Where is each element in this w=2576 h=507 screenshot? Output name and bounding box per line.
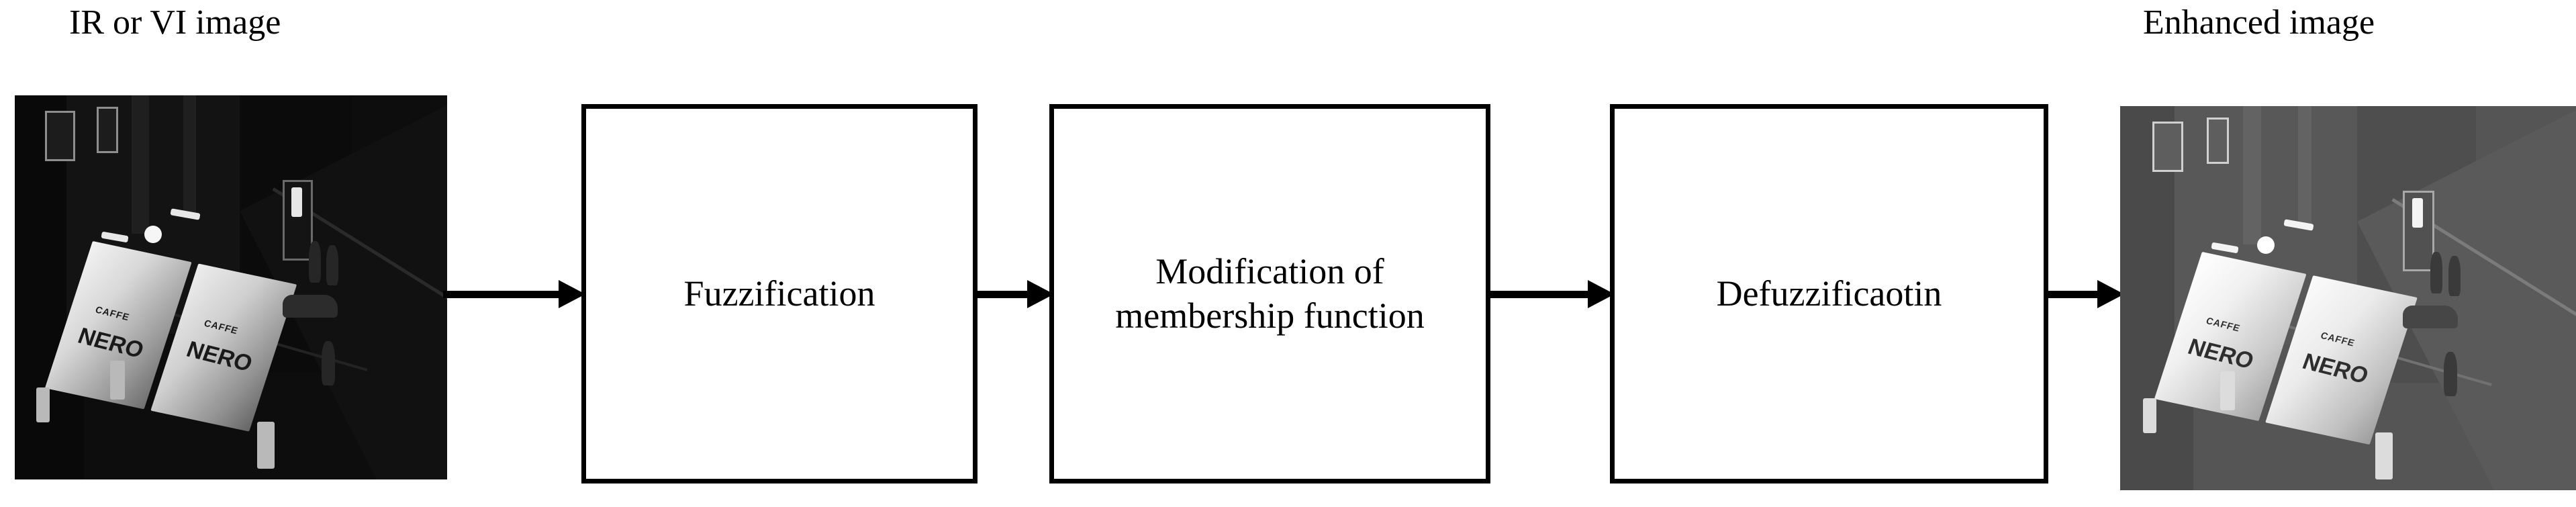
awning-brand-small: CAFFE <box>202 317 240 336</box>
process-block-label: Fuzzification <box>683 273 875 314</box>
arrow-fuzzification-to-modification <box>975 280 1054 308</box>
awning-brand-large: NERO <box>75 323 148 364</box>
bollard-icon <box>2142 398 2156 433</box>
pedestrian-silhouette <box>2444 352 2458 397</box>
window-icon <box>2152 121 2184 172</box>
arrow-modification-to-defuzzification <box>1486 280 1615 308</box>
parked-car <box>283 295 338 318</box>
arrow-shaft <box>975 290 1028 298</box>
awning-brand-large: NERO <box>2185 334 2258 375</box>
traffic-light-icon <box>256 422 275 469</box>
awning-brand-small: CAFFE <box>2319 330 2356 349</box>
window-icon <box>45 110 75 161</box>
arrow-input-to-fuzzification <box>443 280 585 308</box>
arrow-shaft <box>1486 290 1588 298</box>
arrow-head-icon <box>2097 280 2124 308</box>
traffic-light-icon <box>2375 432 2393 480</box>
process-block-defuzzification[interactable]: Defuzzificaotin <box>1610 104 2048 483</box>
street-lamp-glow <box>2256 236 2275 255</box>
parked-car <box>2402 306 2458 329</box>
process-block-fuzzification[interactable]: Fuzzification <box>581 104 977 483</box>
window-icon <box>97 107 119 154</box>
night-street-scene-dark: CAFFE NERO CAFFE NERO <box>15 95 447 479</box>
arrow-shaft <box>443 290 559 298</box>
pedestrian-silhouette <box>326 245 338 286</box>
facade-pillar <box>183 95 197 219</box>
pedestrian-silhouette <box>2448 256 2461 297</box>
bollard-icon <box>2220 371 2236 410</box>
process-block-label: Modification of membership function <box>1115 250 1425 336</box>
pedestrian-silhouette <box>308 241 321 283</box>
bollard-icon <box>109 360 125 400</box>
process-block-modification[interactable]: Modification of membership function <box>1049 104 1490 483</box>
facade-pillar <box>2297 106 2312 230</box>
facade-pillar <box>131 95 149 234</box>
output-image-thumbnail: CAFFE NERO CAFFE NERO <box>2120 106 2576 490</box>
window-icon <box>2207 118 2230 165</box>
awning-brand-large: NERO <box>2299 349 2372 389</box>
awning-brand-large: NERO <box>183 336 256 377</box>
arrow-head-icon <box>559 280 585 308</box>
arrow-defuzzification-to-output <box>2044 280 2124 308</box>
input-image-thumbnail: CAFFE NERO CAFFE NERO <box>15 95 447 479</box>
shop-window-light <box>2412 198 2423 228</box>
pedestrian-silhouette <box>2430 252 2442 294</box>
process-block-label: Defuzzificaotin <box>1716 273 1942 314</box>
facade-pillar <box>2243 106 2262 244</box>
night-street-scene-enhanced: CAFFE NERO CAFFE NERO <box>2120 106 2576 490</box>
output-image-caption: Enhanced image <box>2143 3 2375 42</box>
arrow-shaft <box>2044 290 2098 298</box>
street-lamp-glow <box>144 226 162 244</box>
awning-brand-small: CAFFE <box>2205 315 2242 334</box>
pedestrian-silhouette <box>322 341 336 386</box>
awning-brand-small: CAFFE <box>94 304 132 323</box>
bollard-icon <box>36 387 50 422</box>
shop-window-light <box>291 187 303 218</box>
input-image-caption: IR or VI image <box>69 3 281 42</box>
